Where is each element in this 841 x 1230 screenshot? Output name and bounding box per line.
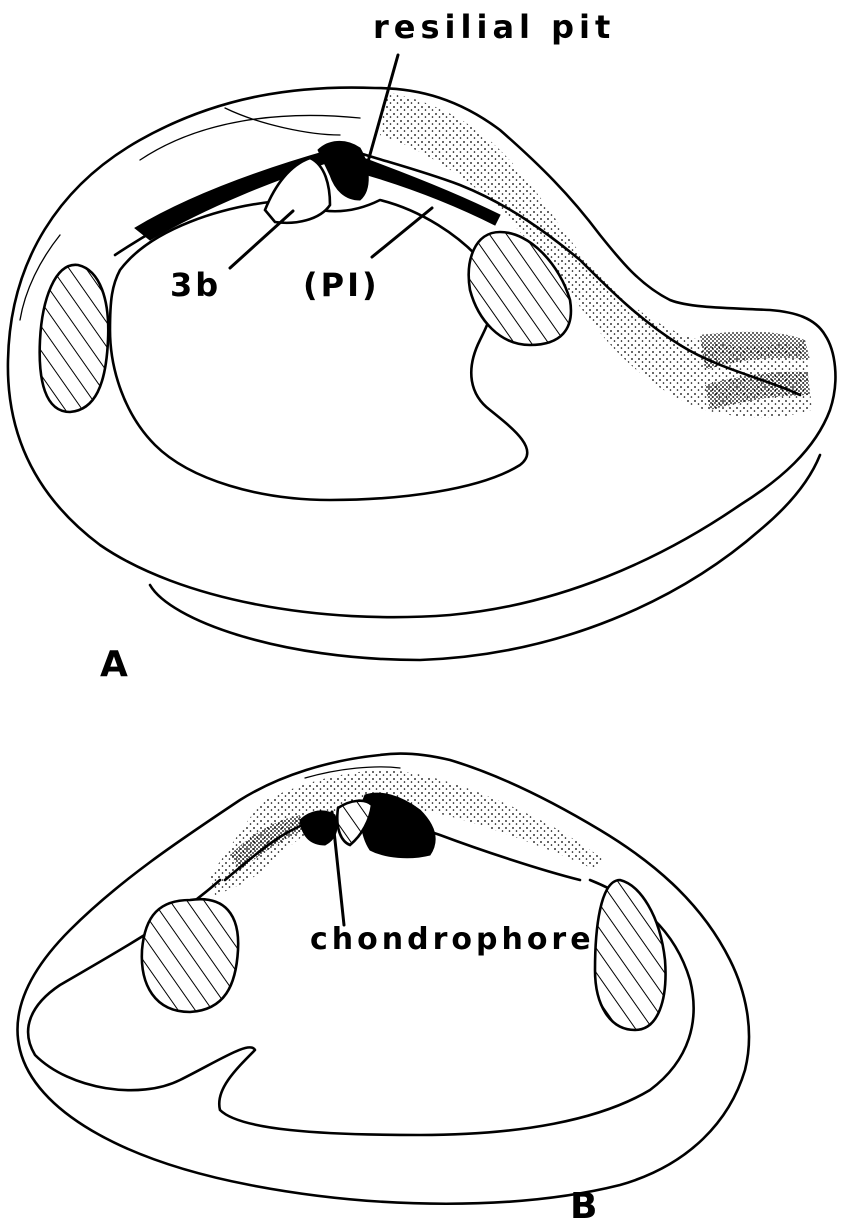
panel-b-posterior-scar [595, 880, 666, 1030]
panel-a-ventral-lip [150, 455, 820, 660]
label-resilial-pit: resilial pit [373, 8, 615, 46]
panel-b-shell [17, 754, 749, 1204]
label-chondrophore: chondrophore [310, 922, 595, 957]
panel-b-letter: B [570, 1186, 597, 1227]
panel-a-leader-pi [372, 208, 432, 257]
panel-a-stipple-band [380, 92, 812, 418]
panel-a-shell [8, 88, 836, 660]
panel-a-anterior-scar [40, 265, 109, 412]
panel-a-leader-3b [230, 211, 293, 268]
panel-b-anterior-scar [142, 899, 238, 1012]
panel-a-cavity [110, 200, 527, 500]
panel-a-letter: A [100, 644, 128, 685]
label-3b: 3b [170, 266, 221, 304]
label-pi: (PI) [303, 266, 380, 304]
panel-b-cavity [28, 880, 693, 1135]
